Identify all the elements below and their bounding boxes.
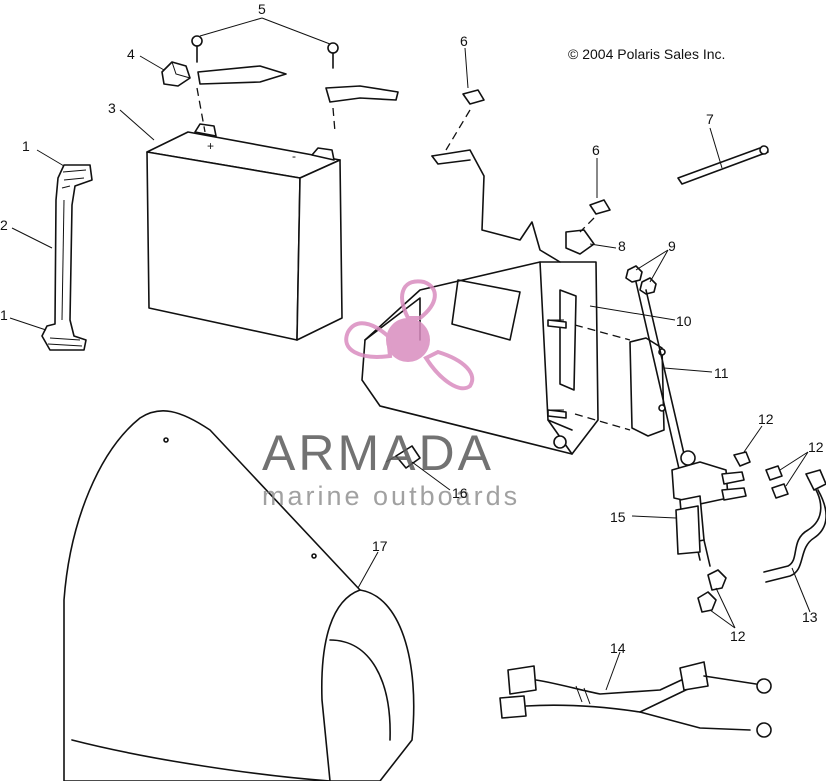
callout-8: 8	[618, 238, 626, 254]
callout-labels: 1 2 1 3 4 5 6 6 7 8 9 10 11 12 12 12 13 …	[0, 1, 824, 656]
armada-logo	[344, 279, 475, 391]
callout-3: 3	[108, 100, 116, 116]
battery: + -	[146, 123, 343, 341]
terminal-cap	[161, 61, 191, 87]
callout-5: 5	[258, 1, 266, 17]
battery-cover	[63, 410, 415, 781]
callout-1-upper: 1	[22, 138, 30, 154]
callout-9: 9	[668, 238, 676, 254]
callout-12-lower: 12	[730, 628, 746, 644]
callout-1-lower: 1	[0, 307, 8, 323]
fastener	[385, 445, 421, 469]
callout-16: 16	[452, 485, 468, 501]
leader-lines	[9, 17, 811, 691]
battery-tray	[361, 149, 599, 455]
callout-4: 4	[127, 46, 135, 62]
copyright-text: © 2004 Polaris Sales Inc.	[568, 46, 725, 62]
callout-6-lower: 6	[592, 142, 600, 158]
relay-assembly	[635, 281, 747, 567]
watermark-tagline: marine outboards	[262, 481, 520, 511]
terminal-bolts	[191, 35, 399, 133]
nuts	[625, 265, 657, 295]
callout-6-upper: 6	[460, 33, 468, 49]
hold-down-strap	[41, 164, 93, 351]
callout-12-upper: 12	[758, 411, 774, 427]
svg-text:+: +	[207, 139, 214, 153]
callout-15: 15	[610, 509, 626, 525]
callout-2: 2	[0, 217, 8, 233]
callout-17: 17	[372, 538, 388, 554]
wiring-harness	[499, 661, 772, 738]
callout-10: 10	[676, 313, 692, 329]
speed-clips	[445, 89, 611, 233]
callout-7: 7	[706, 111, 714, 127]
callout-12-right: 12	[808, 439, 824, 455]
cable-tie	[677, 145, 769, 185]
terminal-nuts	[697, 451, 789, 613]
bolts	[547, 319, 631, 431]
callout-14: 14	[610, 640, 626, 656]
svg-text:-: -	[292, 149, 296, 163]
callout-13: 13	[802, 609, 818, 625]
mounting-plate	[629, 337, 666, 437]
watermark-brand: ARMADA	[262, 425, 494, 481]
callout-11: 11	[714, 365, 729, 381]
